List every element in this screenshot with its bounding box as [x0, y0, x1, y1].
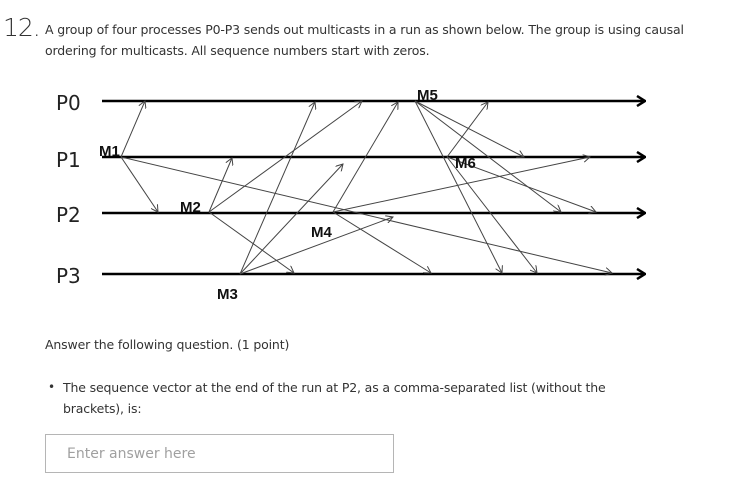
question-number: 12. [3, 13, 41, 42]
arrow-m6-to-p0 [446, 102, 488, 158]
arrow-m4-to-p3 [332, 211, 431, 273]
arrow-m1-to-p3 [120, 156, 612, 273]
message-label-m6: M6 [455, 155, 476, 172]
arrow-m6-to-p3 [446, 156, 537, 273]
arrow-m4-to-p0 [332, 102, 398, 213]
process-label-p3: P3 [56, 264, 81, 288]
message-label-m3: M3 [217, 286, 238, 303]
prompt-text: The sequence vector at the end of the ru… [63, 380, 606, 416]
answer-input[interactable] [45, 434, 394, 473]
message-label-m2: M2 [180, 199, 201, 216]
bullet-icon: • [48, 380, 55, 394]
message-label-m4: M4 [311, 224, 332, 241]
arrow-m5-to-p2 [414, 100, 561, 212]
message-label-m1: M1 [99, 143, 120, 160]
question-prompt: • The sequence vector at the end of the … [45, 377, 665, 419]
process-label-p1: P1 [56, 148, 81, 172]
arrow-m5-to-p1 [414, 100, 524, 157]
process-label-p2: P2 [56, 203, 81, 227]
arrow-m2-to-p1 [208, 158, 232, 213]
arrow-m3-to-p0 [239, 102, 315, 275]
process-label-p0: P0 [56, 91, 81, 115]
arrow-m6-to-p2 [446, 156, 596, 212]
arrow-m2-to-p0 [208, 101, 362, 213]
arrow-m5-to-p3 [414, 100, 502, 273]
arrow-m3-to-p1 [239, 164, 343, 275]
multicast-timeline-diagram: P0 P1 P2 P3 M1 M2 M3 M [56, 87, 739, 303]
arrow-m2-to-p3 [208, 211, 294, 273]
arrow-m1-to-p0 [120, 101, 145, 158]
arrow-m3-to-p2 [239, 217, 393, 275]
instructions-text: Answer the following question. (1 point) [45, 337, 290, 352]
arrow-m4-to-p1 [332, 157, 590, 213]
message-label-m5: M5 [417, 87, 438, 104]
question-text: A group of four processes P0-P3 sends ou… [45, 22, 684, 58]
arrow-m1-to-p2 [120, 156, 158, 212]
